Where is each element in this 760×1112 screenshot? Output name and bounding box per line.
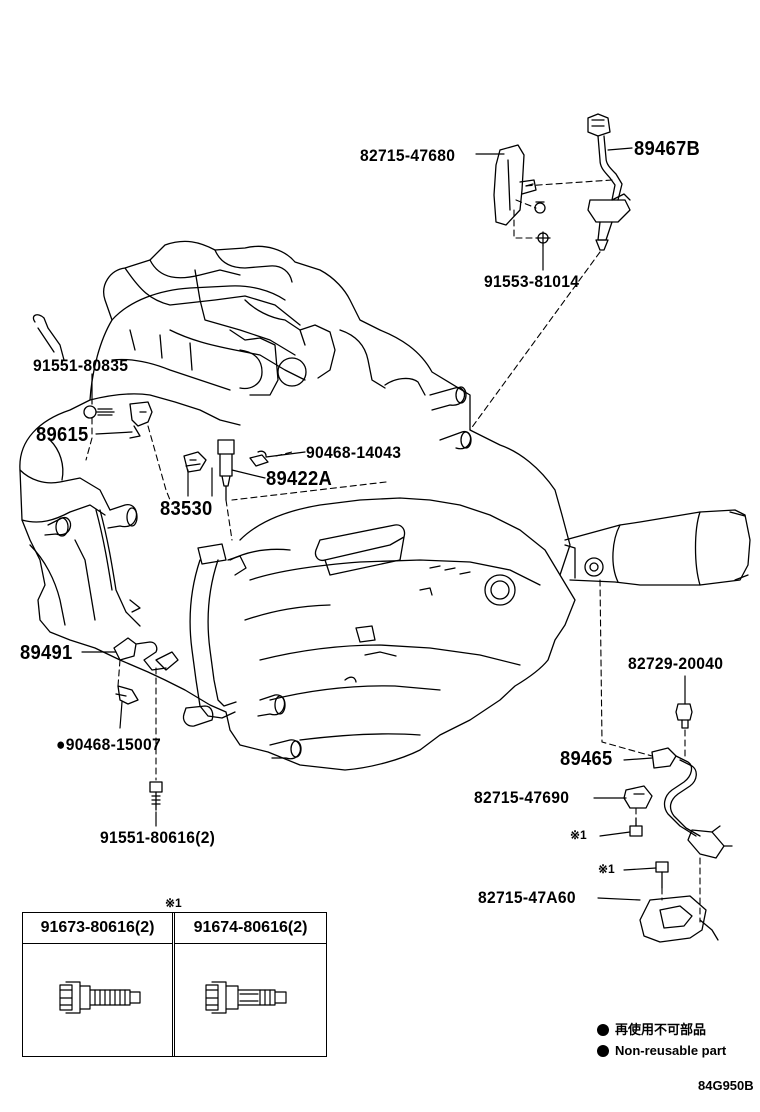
bolt-table-header-2: 91674-80616(2) (175, 913, 326, 944)
nonreusable-mark: ● (56, 735, 66, 754)
label-89615: 89615 (36, 424, 89, 446)
table-asterisk-mark: ※1 (165, 896, 182, 910)
asterisk-mark-2: ※1 (598, 862, 615, 876)
left-sensors-group (32, 314, 269, 811)
label-89465: 89465 (560, 748, 613, 770)
label-90468-15007-text: 90468-15007 (65, 735, 161, 754)
legend-dot-icon (597, 1044, 609, 1057)
bolt-table-header-1: 91673-80616(2) (23, 913, 172, 944)
label-91551-80616: 91551-80616(2) (100, 828, 216, 847)
bolt-91674-drawing (205, 981, 287, 1014)
label-82715-47680: 82715-47680 (360, 146, 456, 165)
label-89491: 89491 (20, 642, 73, 664)
bolt-table: 91673-80616(2) 91674-80616(2) (22, 912, 327, 1057)
transaxle-body (19, 240, 751, 771)
figure-code: 84G950B (698, 1078, 754, 1093)
label-91553-81014: 91553-81014 (484, 272, 580, 291)
legend-row-en: Non-reusable part (597, 1040, 726, 1061)
label-90468-15007: ●90468-15007 (56, 735, 161, 755)
dashed-lines (85, 179, 701, 923)
legend-dot-icon (597, 1023, 609, 1036)
sensor-89465-group (623, 703, 733, 943)
label-89422a: 89422A (266, 468, 333, 490)
label-89467b: 89467B (634, 138, 701, 160)
label-82715-47690: 82715-47690 (474, 788, 570, 807)
bolt-91673-drawing (59, 981, 141, 1014)
label-90468-14043: 90468-14043 (306, 443, 402, 462)
bolt-table-col-2: 91674-80616(2) (175, 913, 326, 1056)
bolt-table-col-1: 91673-80616(2) (23, 913, 175, 1056)
legend-en-text: Non-reusable part (615, 1043, 727, 1058)
asterisk-mark-1: ※1 (570, 828, 587, 842)
legend-row-jp: 再使用不可部品 (597, 1019, 726, 1040)
label-82729-20040: 82729-20040 (628, 654, 724, 673)
label-82715-47a60: 82715-47A60 (478, 888, 576, 907)
leader-lines (81, 147, 686, 901)
sensor-89467b-group (493, 113, 631, 251)
legend: 再使用不可部品 Non-reusable part (597, 1019, 726, 1061)
label-91551-80835: 91551-80835 (33, 356, 129, 375)
label-83530: 83530 (160, 498, 213, 520)
legend-jp-text: 再使用不可部品 (615, 1022, 707, 1037)
